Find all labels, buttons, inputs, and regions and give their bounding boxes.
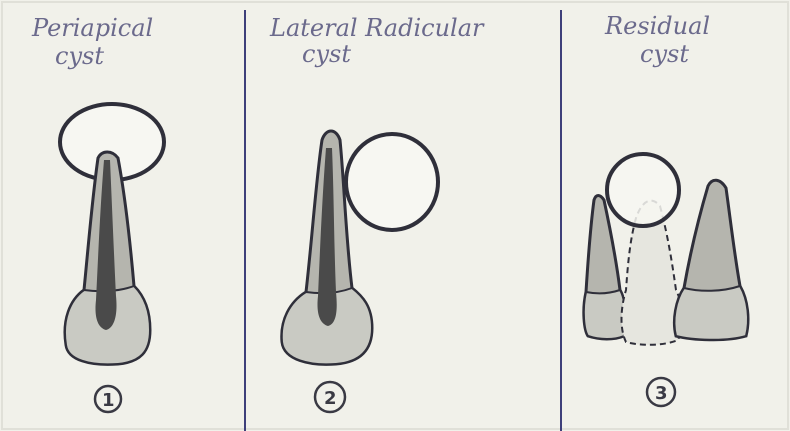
panel3-right-crown bbox=[674, 286, 748, 340]
panel2-cyst-circle bbox=[346, 134, 438, 230]
panel3-title-line2: cyst bbox=[640, 40, 689, 68]
panel3-left-crown bbox=[584, 290, 625, 339]
panel3-cyst-circle bbox=[607, 154, 679, 226]
panel3-number: 3 bbox=[655, 383, 668, 404]
panel1-title-line2: cyst bbox=[55, 42, 104, 70]
panel2-title-line1: Lateral Radicular bbox=[269, 14, 485, 42]
panel1-number: 1 bbox=[102, 390, 115, 411]
panel1-title-line1: Periapical bbox=[31, 14, 153, 42]
panel3-title-line1: Residual bbox=[604, 12, 710, 40]
panel2-title-line2: cyst bbox=[302, 40, 351, 68]
panel2-number: 2 bbox=[324, 388, 337, 409]
